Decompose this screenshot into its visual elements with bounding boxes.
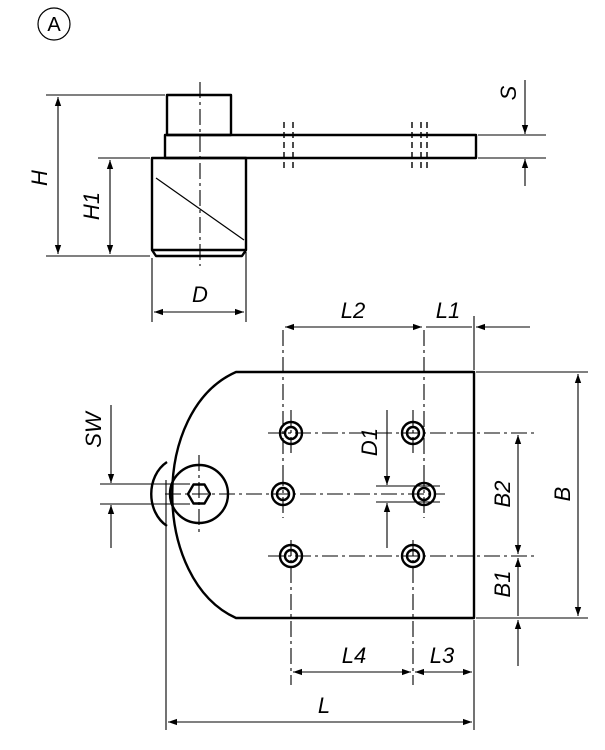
dim-L4: L4: [293, 643, 411, 676]
dim-S: S: [478, 80, 546, 186]
top-view: [150, 330, 536, 730]
dim-L2: L2: [285, 298, 422, 331]
view-marker-circle: [37, 7, 71, 41]
view-marker: A: [37, 7, 71, 41]
label-B1: B1: [490, 571, 515, 598]
clamp-body: [150, 156, 248, 252]
dim-H1: H1: [79, 157, 150, 254]
label-D: D: [192, 282, 208, 307]
side-view: [150, 82, 478, 266]
label-S: S: [496, 85, 521, 100]
dim-B: B: [476, 371, 588, 619]
lever-plate: [163, 133, 478, 160]
dim-B2: B2: [490, 435, 522, 554]
body-chamfer: [151, 249, 247, 258]
label-L2: L2: [341, 298, 365, 323]
dim-D: D: [151, 252, 247, 322]
dim-L: L: [168, 693, 472, 726]
dim-H: H: [27, 94, 165, 257]
label-H: H: [27, 170, 52, 186]
dim-L3: L3: [415, 620, 475, 730]
top-pin: [165, 93, 233, 137]
label-L4: L4: [342, 643, 366, 668]
label-L1: L1: [436, 298, 460, 323]
label-D1: D1: [357, 428, 382, 456]
dim-SW: SW: [81, 405, 190, 548]
label-H1: H1: [79, 192, 104, 220]
body-diagonal: [155, 177, 245, 241]
label-L3: L3: [430, 643, 455, 668]
dim-B1: B1: [490, 558, 522, 666]
dim-D1: D1: [357, 410, 440, 548]
label-B2: B2: [490, 481, 515, 508]
label-L: L: [318, 693, 330, 718]
view-marker-label: A: [47, 14, 61, 36]
label-SW: SW: [81, 410, 106, 448]
dim-L1: L1: [426, 298, 530, 370]
pivot-bump: [150, 461, 168, 527]
label-B: B: [550, 487, 575, 502]
